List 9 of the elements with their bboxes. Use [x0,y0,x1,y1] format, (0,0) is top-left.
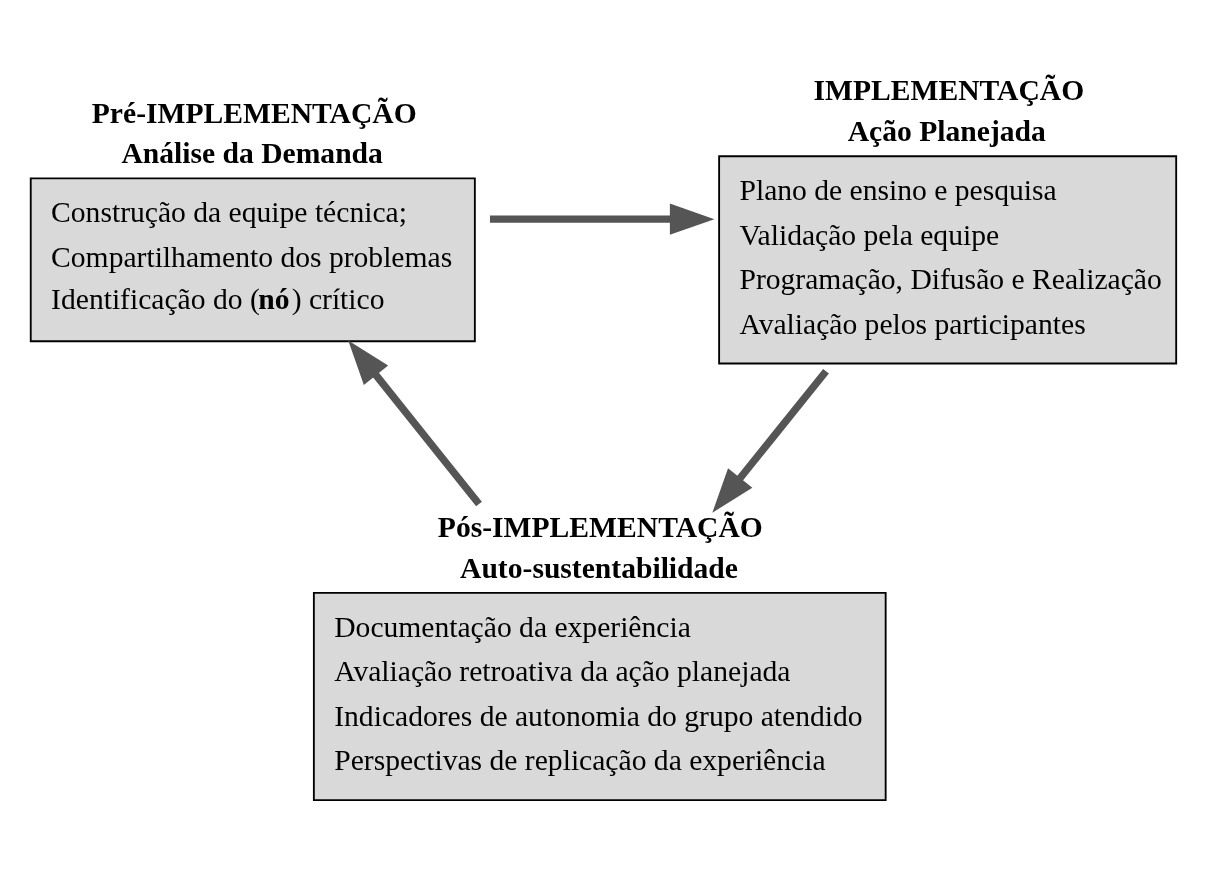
arrow [348,339,482,506]
node-label: Análise da Demanda [121,136,383,169]
node-label: IMPLEMENTAÇÃO [813,73,1085,106]
arrow [489,203,715,235]
node-label: Ação Planejada [847,114,1046,147]
arrow [712,368,829,513]
node-label: Auto-sustentabilidade [460,551,738,584]
node-label: Pré-IMPLEMENTAÇÃO [91,96,417,129]
node-label: Pós-IMPLEMENTAÇÃO [437,510,763,543]
